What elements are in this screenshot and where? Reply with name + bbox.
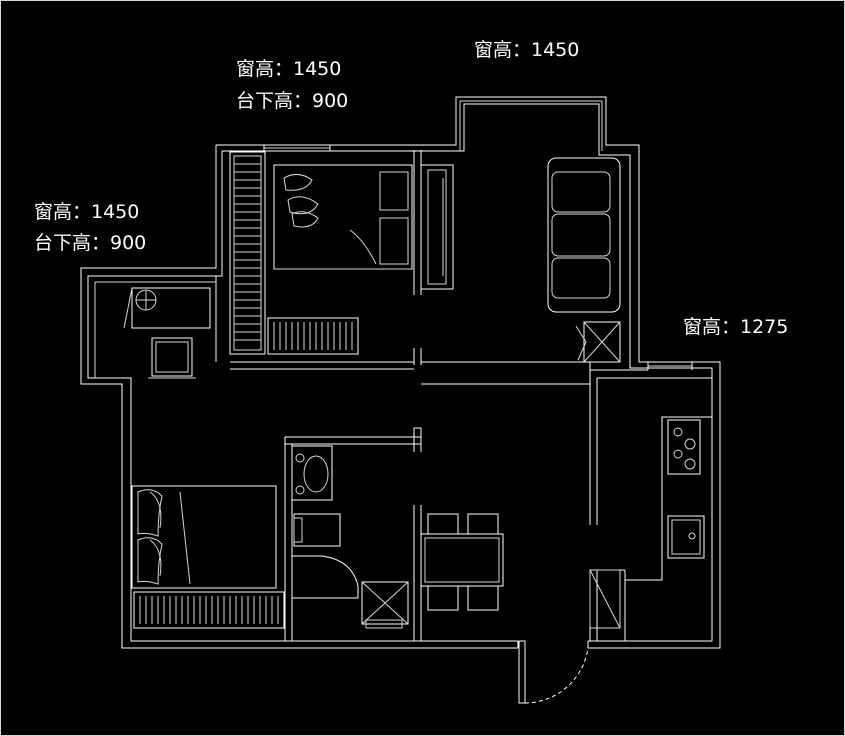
sofa xyxy=(547,157,621,313)
dining-set xyxy=(420,513,504,611)
entrance-door xyxy=(518,640,589,704)
side-table xyxy=(575,321,621,363)
second-bedroom-sill-height-label: 台下高：900 xyxy=(34,232,147,254)
second-bedroom-window-height-label: 窗高：1450 xyxy=(34,201,140,223)
second-bed xyxy=(131,485,285,629)
bedroom-sill-height-label: 台下高：900 xyxy=(236,90,349,112)
balcony-window-height-label: 窗高：1450 xyxy=(474,39,580,61)
kitchen-window-height-label: 窗高：1275 xyxy=(683,316,789,338)
master-bed xyxy=(273,164,413,270)
wardrobe xyxy=(229,151,266,355)
bedroom-bench xyxy=(267,317,359,355)
tv-cabinet xyxy=(420,164,454,290)
windows xyxy=(94,100,693,378)
study-desk xyxy=(123,287,211,379)
interior-walls xyxy=(88,150,712,641)
bedroom-window-height-label: 窗高：1450 xyxy=(236,58,342,80)
bathroom-fixtures xyxy=(291,445,409,629)
kitchen-fixtures xyxy=(589,419,705,629)
exterior-walls xyxy=(80,96,721,649)
